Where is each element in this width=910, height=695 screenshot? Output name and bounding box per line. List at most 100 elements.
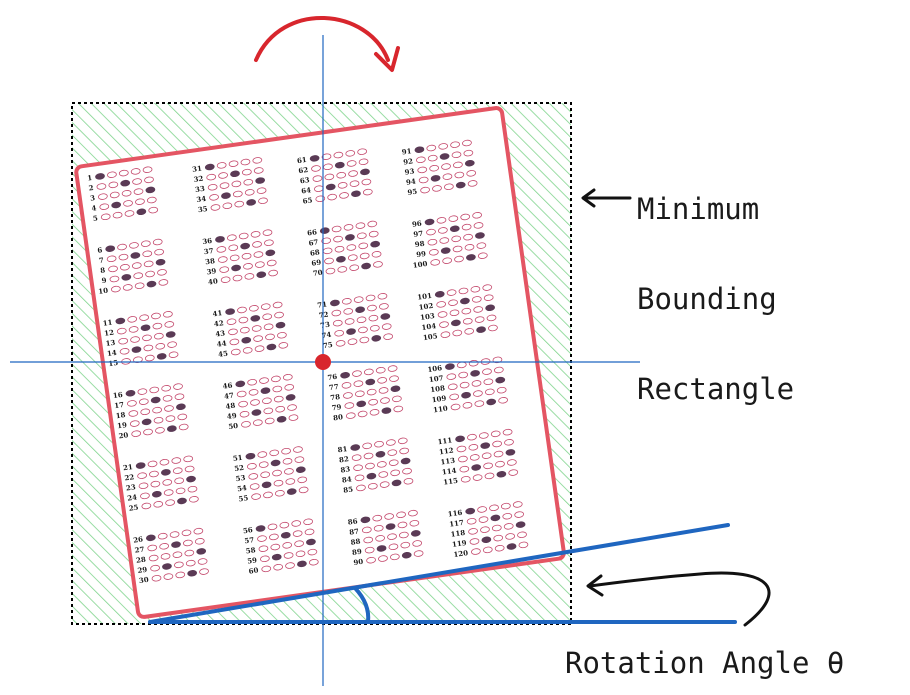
- answer-bubble: [360, 516, 371, 524]
- answer-bubble: [359, 336, 370, 344]
- question-number: 98: [414, 239, 425, 249]
- answer-bubble: [418, 176, 429, 184]
- question-number: 97: [413, 229, 424, 239]
- question-number: 86: [347, 516, 358, 526]
- answer-bubble: [488, 324, 498, 332]
- answer-bubble: [378, 471, 389, 478]
- answer-bubble: [463, 149, 474, 157]
- answer-bubble: [440, 331, 451, 338]
- question-number: 110: [433, 404, 449, 415]
- answer-bubble: [368, 314, 379, 322]
- answer-bubble: [471, 548, 481, 555]
- answer-bubble: [474, 316, 485, 323]
- answer-bubble: [226, 234, 237, 241]
- answer-bubble: [138, 398, 149, 405]
- question-number: 14: [106, 348, 117, 358]
- question-number: 114: [441, 466, 457, 477]
- answer-rows: 1234567891011121314151617181920212223242…: [87, 139, 529, 585]
- answer-bubble: [238, 232, 249, 240]
- curved-arrow-icon: [254, 15, 400, 72]
- answer-bubble: [163, 489, 174, 496]
- answer-bubble: [254, 345, 265, 352]
- answer-bubble: [377, 293, 388, 300]
- answer-bubble: [361, 262, 371, 270]
- question-number: 88: [350, 537, 361, 547]
- answer-bubble: [117, 243, 127, 251]
- answer-bubble: [449, 225, 460, 232]
- answer-bubble: [366, 472, 377, 480]
- answer-bubble: [298, 486, 309, 494]
- answer-bubble: [244, 273, 255, 280]
- answer-bubble: [243, 178, 254, 186]
- answer-bubble: [152, 238, 163, 246]
- answer-bubble: [216, 162, 227, 169]
- answer-bubble: [455, 181, 466, 189]
- answer-bubble: [265, 249, 276, 257]
- answer-bubble: [258, 545, 269, 552]
- answer-bubble: [221, 192, 231, 199]
- answer-bubble: [464, 244, 475, 251]
- answer-bubble: [374, 440, 384, 448]
- answer-bubble: [359, 252, 370, 260]
- answer-bubble: [253, 167, 264, 174]
- answer-bubble: [194, 538, 205, 545]
- question-number: 58: [245, 545, 256, 555]
- answer-bubble: [288, 414, 299, 421]
- answer-bubble: [260, 387, 271, 394]
- answer-bubble: [122, 284, 133, 291]
- question-number: 93: [404, 166, 415, 176]
- answer-bubble: [275, 490, 285, 497]
- answer-bubble: [278, 342, 289, 349]
- question-number: 37: [203, 246, 214, 256]
- answer-bubble: [256, 271, 267, 278]
- answer-bubble: [165, 499, 175, 506]
- answer-bubble: [231, 264, 241, 272]
- answer-bubble: [353, 296, 364, 303]
- answer-bubble: [264, 239, 274, 246]
- answer-bubble: [413, 550, 424, 557]
- answer-bubble: [375, 366, 386, 374]
- answer-bubble: [204, 163, 215, 171]
- answer-bubble: [380, 313, 391, 320]
- answer-bubble: [132, 178, 142, 185]
- question-number: 22: [124, 472, 135, 482]
- answer-bubble: [295, 466, 306, 473]
- question-number: 56: [242, 525, 253, 535]
- answer-bubble: [344, 318, 355, 325]
- answer-bubble: [508, 469, 519, 476]
- answer-bubble: [228, 328, 238, 336]
- answer-bubble: [347, 338, 358, 345]
- answer-bubble: [490, 514, 501, 522]
- answer-bubble: [217, 256, 228, 263]
- answer-bubble: [112, 211, 123, 219]
- answer-bubble: [385, 523, 396, 530]
- answer-bubble: [133, 188, 144, 195]
- answer-bubble: [461, 307, 472, 315]
- answer-bubble: [134, 282, 145, 290]
- answer-bubble: [185, 559, 196, 567]
- bounding-label-line: Minimum: [637, 192, 760, 226]
- answer-bubble: [345, 412, 356, 419]
- answer-bubble: [430, 175, 441, 182]
- answer-bubble: [362, 442, 373, 450]
- answer-bubble: [160, 553, 171, 560]
- answer-bubble: [189, 496, 199, 503]
- answer-bubble: [450, 141, 460, 148]
- answer-bubble: [157, 532, 168, 540]
- answer-bubble: [477, 252, 488, 259]
- question-number: 4: [91, 203, 97, 213]
- question-number: 61: [296, 155, 307, 165]
- question-number: 8: [100, 265, 106, 275]
- answer-bubble: [440, 247, 451, 254]
- answer-bubble: [363, 452, 374, 460]
- answer-bubble: [472, 212, 482, 219]
- answer-bubble: [356, 484, 366, 492]
- answer-bubble: [282, 542, 293, 549]
- question-number: 79: [331, 402, 342, 412]
- question-number: 99: [416, 249, 427, 259]
- question-number: 13: [105, 338, 116, 348]
- answer-bubble: [390, 385, 401, 393]
- answer-bubble: [129, 242, 139, 249]
- question-number: 105: [422, 331, 438, 342]
- answer-bubble: [248, 473, 259, 480]
